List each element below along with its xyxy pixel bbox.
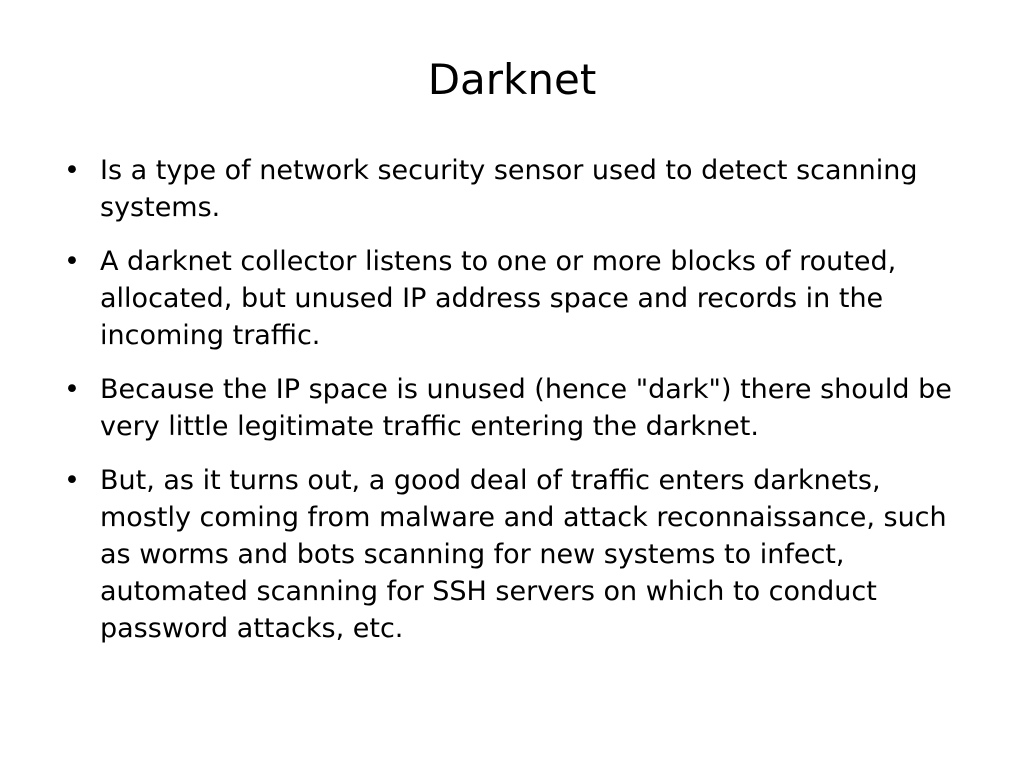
bullet-item: • But, as it turns out, a good deal of t… — [62, 462, 962, 647]
bullet-icon: • — [64, 374, 80, 405]
bullet-item: • Because the IP space is unused (hence … — [62, 371, 962, 445]
bullet-item: • A darknet collector listens to one or … — [62, 243, 962, 354]
bullet-text: But, as it turns out, a good deal of tra… — [100, 465, 947, 644]
bullet-icon: • — [64, 155, 80, 186]
bullet-list: • Is a type of network security sensor u… — [62, 152, 962, 664]
slide-title: Darknet — [427, 55, 597, 104]
bullet-icon: • — [64, 246, 80, 277]
bullet-text: Is a type of network security sensor use… — [100, 155, 918, 223]
bullet-icon: • — [64, 465, 80, 496]
bullet-item: • Is a type of network security sensor u… — [62, 152, 962, 226]
bullet-text: Because the IP space is unused (hence "d… — [100, 374, 952, 442]
bullet-text: A darknet collector listens to one or mo… — [100, 246, 897, 351]
